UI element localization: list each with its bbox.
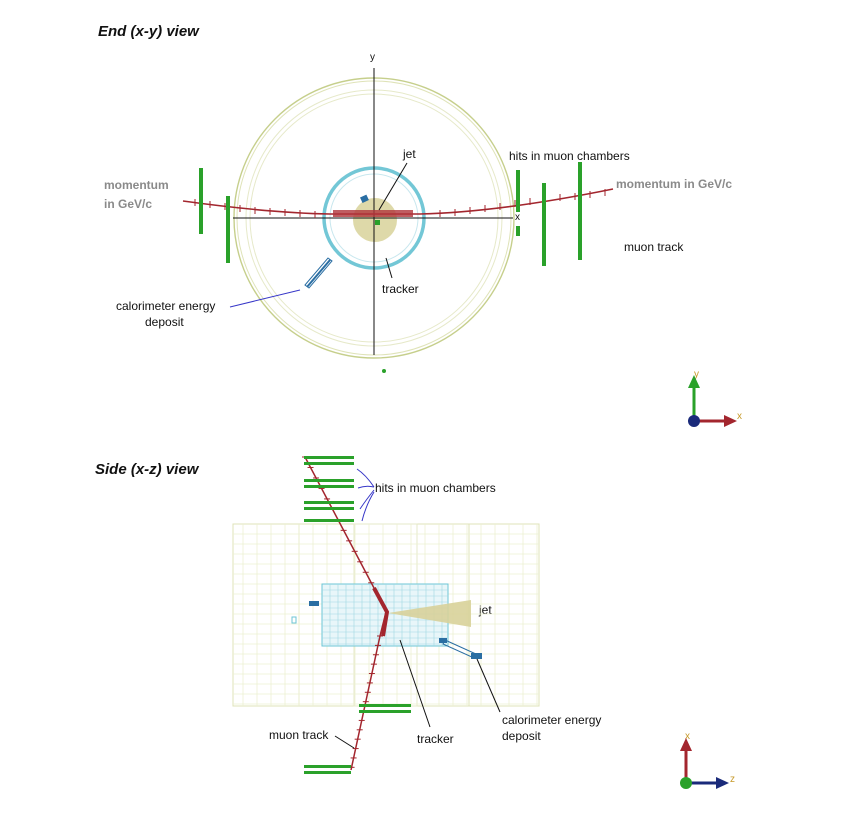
end-axis-x-label: x — [515, 212, 520, 223]
end-muon-track-label: muon track — [624, 240, 684, 254]
end-hits-label: hits in muon chambers — [509, 149, 630, 163]
end-vertex-dot — [382, 369, 386, 373]
side-jet-cone — [388, 600, 471, 627]
side-triad-right-label: z — [730, 774, 735, 785]
end-tracker-hit — [360, 194, 369, 203]
side-hits-pointers — [356, 468, 375, 522]
end-axis-y-label: y — [370, 52, 375, 63]
end-tracker-hit — [375, 220, 380, 225]
end-jet-label: jet — [403, 147, 416, 161]
end-track-core — [333, 210, 413, 217]
end-momentum-left-line1: momentum — [104, 178, 169, 192]
end-tracker-label: tracker — [382, 282, 419, 296]
side-calo-label-line1: calorimeter energy — [502, 713, 602, 727]
side-axis-triad — [680, 738, 729, 789]
side-calo-deposit — [291, 601, 501, 713]
side-triad-up-label: x — [685, 731, 690, 742]
end-jet-pointer — [378, 162, 408, 211]
side-muon-pointer — [334, 735, 355, 749]
end-triad-right-label: x — [737, 411, 742, 422]
side-muon-track-label: muon track — [269, 728, 329, 742]
end-calo-deposit — [229, 257, 333, 308]
side-muon-chambers — [304, 456, 411, 774]
end-tracker-pointer — [385, 257, 393, 279]
side-hits-label: hits in muon chambers — [375, 481, 496, 495]
end-momentum-right-label: momentum in GeV/c — [616, 177, 733, 191]
end-muon-chambers — [199, 162, 582, 266]
end-axis-triad — [688, 375, 737, 427]
side-track-core — [372, 587, 390, 637]
side-detector-grid — [233, 524, 539, 706]
end-momentum-left-line2: in GeV/c — [104, 197, 153, 211]
side-view-title: Side (x-z) view — [95, 461, 199, 478]
end-muon-track — [182, 188, 614, 215]
end-triad-up-label: y — [694, 369, 699, 380]
end-view-title: End (x-y) view — [98, 23, 199, 40]
end-calo-label-line2: deposit — [145, 315, 184, 329]
side-jet-label: jet — [479, 603, 492, 617]
end-calo-label-line1: calorimeter energy — [116, 299, 216, 313]
side-calo-label-line2: deposit — [502, 729, 541, 743]
side-tracker-label: tracker — [417, 732, 454, 746]
side-tracker-pointer — [399, 639, 431, 728]
